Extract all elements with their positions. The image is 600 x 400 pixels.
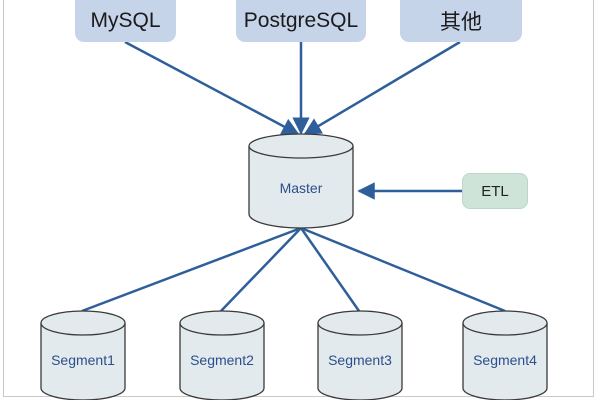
source-mysql-label: MySQL xyxy=(90,9,161,32)
link-master-segment2 xyxy=(220,227,302,312)
segment2-cylinder: Segment2 xyxy=(179,310,265,400)
source-other-label: 其他 xyxy=(440,11,482,34)
source-mysql: MySQL xyxy=(75,0,176,42)
etl-label: ETL xyxy=(481,182,509,200)
segment4-cylinder: Segment4 xyxy=(462,310,548,400)
master-cylinder: Master xyxy=(248,133,354,229)
source-postgresql-label: PostgreSQL xyxy=(243,9,359,32)
link-master-segment4 xyxy=(300,226,506,313)
link-master-segment3 xyxy=(299,227,361,312)
source-postgresql: PostgreSQL xyxy=(236,0,366,42)
segment1-label: Segment1 xyxy=(51,352,115,368)
etl-box: ETL xyxy=(462,173,528,209)
master-label: Master xyxy=(280,180,323,196)
segment3-cylinder: Segment3 xyxy=(317,310,403,400)
source-other: 其他 xyxy=(400,0,522,42)
arrow-mysql-to-master xyxy=(124,40,300,136)
segment2-label: Segment2 xyxy=(190,352,254,368)
segment1-cylinder: Segment1 xyxy=(40,310,126,400)
arrow-other-to-master xyxy=(303,40,461,136)
segment4-label: Segment4 xyxy=(473,352,537,368)
segment3-label: Segment3 xyxy=(328,352,392,368)
link-master-segment1 xyxy=(81,226,302,313)
diagram-frame xyxy=(3,0,594,397)
